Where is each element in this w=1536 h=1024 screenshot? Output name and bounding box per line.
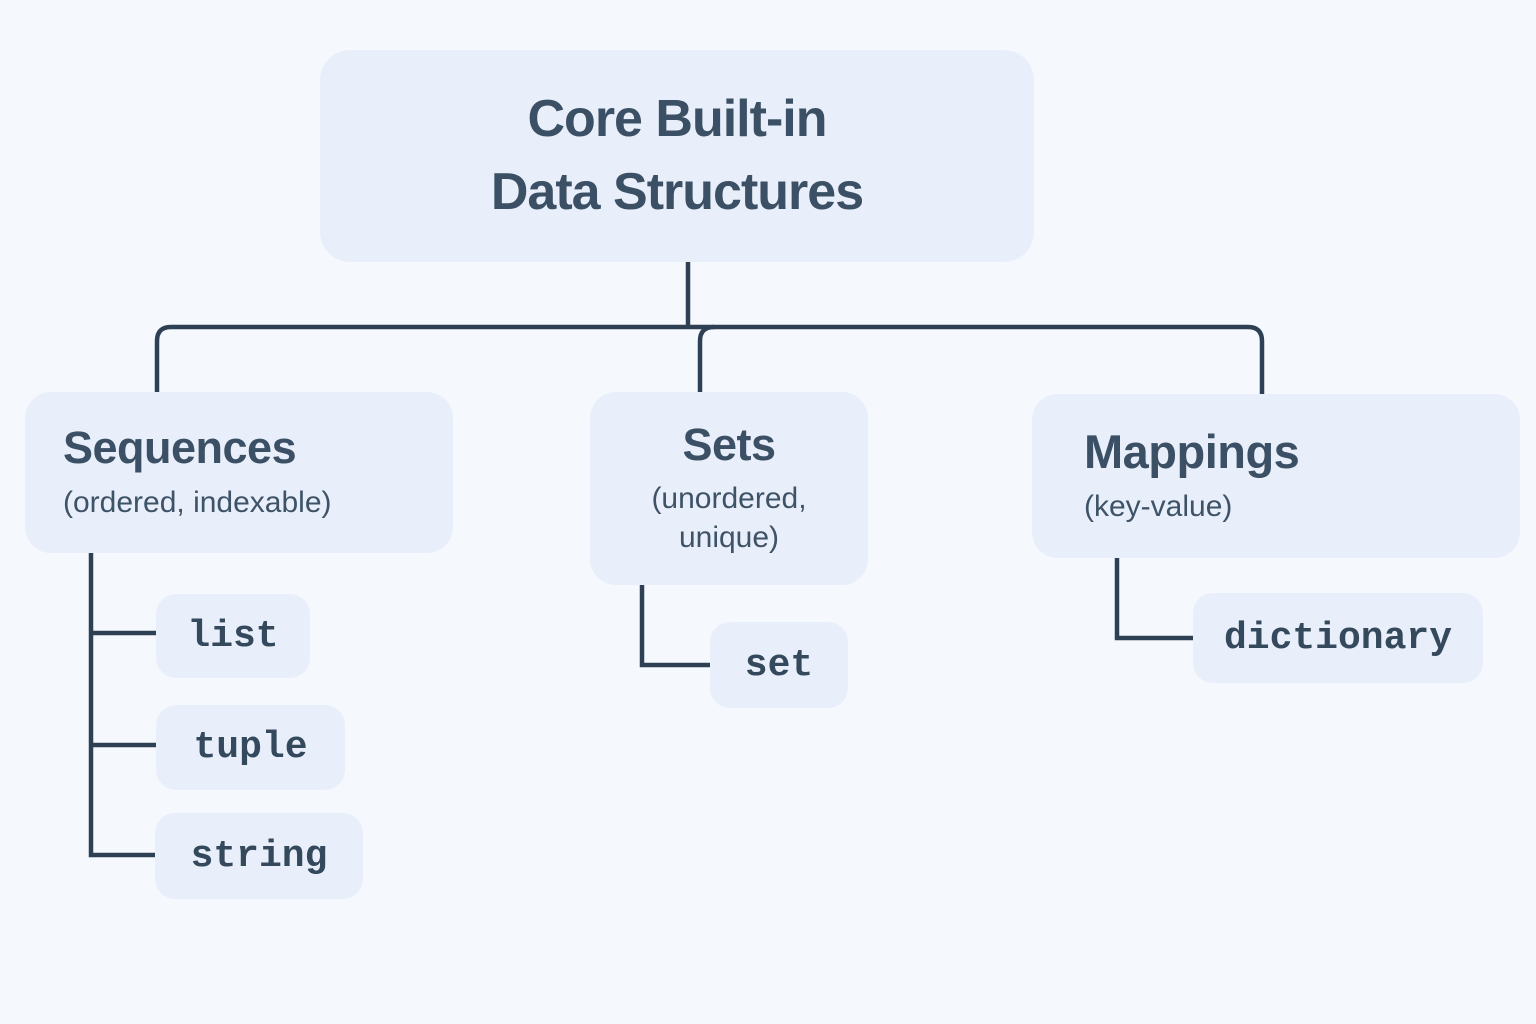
leaf-node-set: set	[710, 622, 848, 708]
connector-branch-set	[639, 583, 710, 668]
leaf-node-dictionary: dictionary	[1193, 593, 1483, 683]
connector-sets-drop	[697, 324, 715, 394]
connector-junction-bar	[154, 324, 1265, 396]
branch-node-mappings: Mappings (key-value)	[1032, 394, 1520, 558]
branch-title-sequences: Sequences	[63, 422, 297, 474]
branch-title-mappings: Mappings	[1084, 424, 1300, 478]
branch-title-sets: Sets	[682, 418, 776, 470]
connector-sequences-trunk	[88, 551, 156, 858]
branch-node-sequences: Sequences (ordered, indexable)	[25, 392, 453, 553]
leaf-node-tuple: tuple	[156, 705, 345, 790]
branch-node-sets: Sets (unordered, unique)	[590, 392, 868, 585]
leaf-node-list: list	[156, 594, 310, 678]
branch-subtitle-mappings: (key-value)	[1084, 490, 1233, 524]
branch-subtitle-sets: (unordered, unique)	[651, 482, 807, 555]
branch-subtitle-sequences: (ordered, indexable)	[63, 485, 332, 519]
connector-branch-dictionary	[1114, 556, 1193, 641]
root-title: Core Built-in Data Structures	[490, 90, 864, 221]
root-node: Core Built-in Data Structures	[320, 50, 1034, 262]
leaf-node-string: string	[155, 813, 363, 899]
